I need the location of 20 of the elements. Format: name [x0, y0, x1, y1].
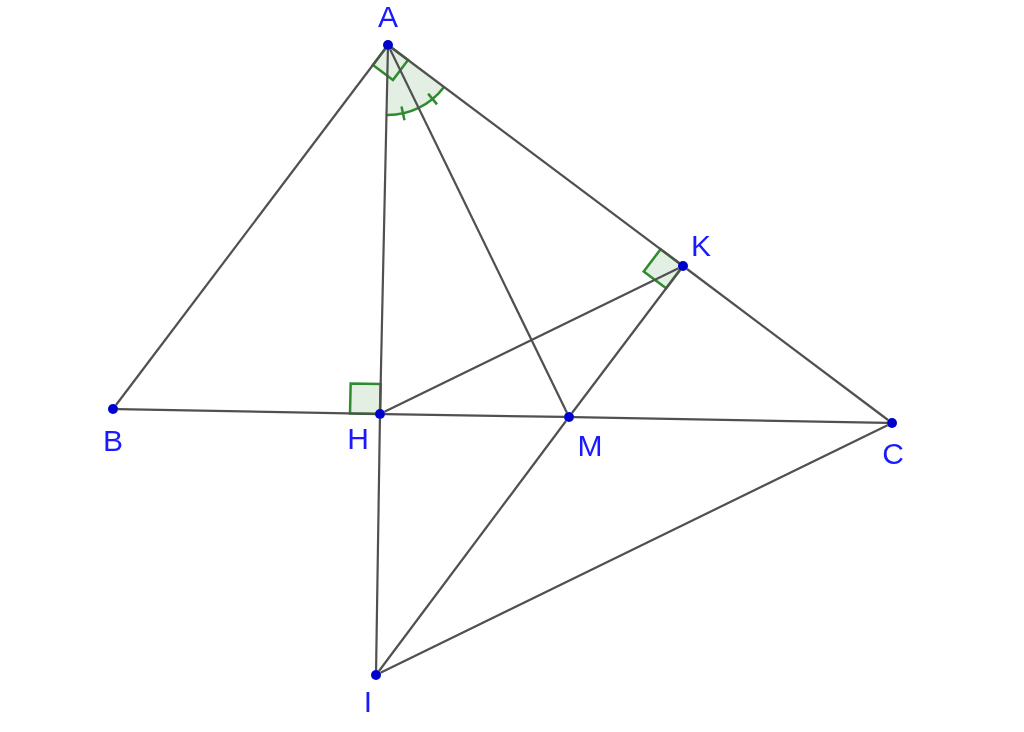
line-segment [571, 269, 681, 414]
line-segment [389, 49, 568, 413]
line-segment [391, 47, 680, 264]
line-segment [385, 413, 564, 418]
point-label: I [363, 687, 373, 717]
line-segment [686, 268, 889, 421]
line-segment [379, 49, 389, 410]
point-label: H [347, 424, 369, 454]
line-segment [384, 267, 679, 413]
point-label: C [882, 439, 904, 469]
line-segment [375, 419, 381, 670]
line-segment [573, 416, 888, 424]
point-label: K [691, 231, 711, 261]
point-label: A [378, 2, 398, 32]
line-segment [115, 48, 386, 406]
line-segment [378, 420, 567, 672]
line-segment [117, 408, 376, 415]
point-label: M [577, 431, 603, 461]
line-segment [380, 424, 888, 674]
point-label: B [103, 426, 123, 456]
